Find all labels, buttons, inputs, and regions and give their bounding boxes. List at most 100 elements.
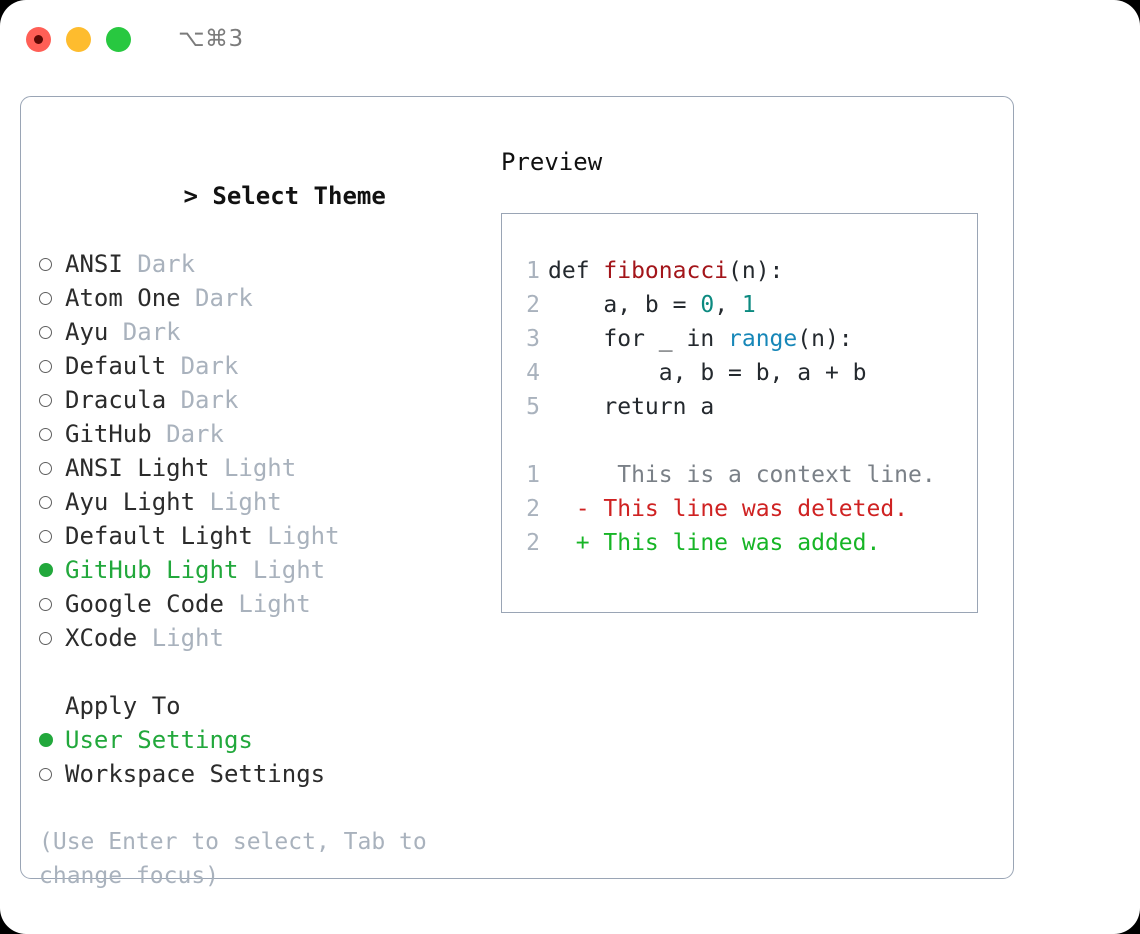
theme-option-label: Dracula — [65, 386, 167, 414]
diff-sample: 1 This is a context line.2 - This line w… — [518, 458, 977, 560]
theme-option-tag: Dark — [166, 386, 239, 414]
radio-unselected-icon — [39, 393, 52, 407]
code-token-plain: (n): — [728, 258, 784, 284]
diff-text: This is a context line. — [589, 462, 936, 488]
theme-option-8[interactable]: Default Light Light — [39, 519, 501, 553]
theme-option-tag: Light — [209, 454, 297, 482]
theme-option-tag: Light — [195, 488, 282, 516]
theme-option-2[interactable]: Ayu Dark — [39, 315, 501, 349]
theme-option-tag: Dark — [151, 420, 224, 448]
radio-marker — [39, 359, 65, 373]
apply-option-1[interactable]: Workspace Settings — [39, 757, 501, 791]
theme-option-5[interactable]: GitHub Dark — [39, 417, 501, 451]
code-line-2: 3 for _ in range(n): — [518, 322, 977, 356]
code-line-number: 2 — [526, 292, 540, 318]
diff-line-0: 1 This is a context line. — [518, 458, 977, 492]
theme-option-tag: Light — [223, 590, 311, 618]
theme-option-1[interactable]: Atom One Dark — [39, 281, 501, 315]
minimize-button[interactable] — [66, 26, 91, 52]
code-token-plain: a, b = — [548, 292, 701, 318]
theme-option-label: Google Code — [65, 590, 224, 618]
theme-option-tag: Dark — [180, 284, 253, 312]
code-line-number: 1 — [526, 258, 540, 284]
theme-option-10[interactable]: Google Code Light — [39, 587, 501, 621]
theme-option-6[interactable]: ANSI Light Light — [39, 451, 501, 485]
code-token-plain: def — [548, 258, 604, 284]
diff-line-2: 2 + This line was added. — [518, 526, 977, 560]
theme-option-label: Ayu — [65, 318, 109, 346]
code-line-1: 2 a, b = 0, 1 — [518, 288, 977, 322]
theme-option-tag: Dark — [166, 352, 239, 380]
theme-option-label: ANSI Light — [65, 454, 210, 482]
theme-option-0[interactable]: ANSI Dark — [39, 247, 501, 281]
code-token-num: 1 — [741, 292, 756, 318]
radio-marker — [39, 291, 65, 305]
theme-option-label: ANSI — [65, 250, 123, 278]
radio-marker — [39, 529, 65, 543]
code-line-3: 4 a, b = b, a + b — [518, 356, 977, 390]
theme-option-label: Ayu Light — [65, 488, 196, 516]
radio-unselected-icon — [39, 427, 52, 441]
list-spacer — [39, 655, 501, 689]
radio-unselected-icon — [39, 597, 52, 611]
theme-option-label: Default Light — [65, 522, 253, 550]
theme-option-tag: Dark — [122, 250, 196, 278]
radio-unselected-icon — [39, 631, 52, 645]
theme-option-tag: Dark — [108, 318, 181, 346]
radio-marker — [39, 767, 65, 781]
theme-option-label: Default — [65, 352, 167, 380]
theme-option-tag: Light — [252, 522, 340, 550]
theme-option-tag: Light — [137, 624, 224, 652]
theme-option-3[interactable]: Default Dark — [39, 349, 501, 383]
theme-option-11[interactable]: XCode Light — [39, 621, 501, 655]
code-diff-spacer — [518, 424, 977, 458]
radio-marker — [39, 733, 65, 747]
theme-option-4[interactable]: Dracula Dark — [39, 383, 501, 417]
code-line-number: 5 — [526, 394, 540, 420]
radio-unselected-icon — [39, 767, 52, 781]
radio-marker — [39, 393, 65, 407]
apply-option-0[interactable]: User Settings — [39, 723, 501, 757]
close-button[interactable] — [26, 26, 51, 52]
select-theme-heading-label: Select Theme — [212, 182, 386, 210]
radio-marker — [39, 563, 65, 577]
radio-selected-icon — [39, 563, 53, 577]
theme-option-7[interactable]: Ayu Light Light — [39, 485, 501, 519]
code-token-plain: for _ in — [548, 326, 729, 352]
radio-unselected-icon — [39, 495, 52, 509]
maximize-button[interactable] — [106, 26, 131, 52]
radio-unselected-icon — [39, 257, 52, 271]
diff-sign — [548, 462, 590, 488]
radio-marker — [39, 427, 65, 441]
radio-unselected-icon — [39, 529, 52, 543]
code-line-number: 4 — [526, 360, 540, 386]
diff-line-1: 2 - This line was deleted. — [518, 492, 977, 526]
radio-marker — [39, 495, 65, 509]
theme-option-label: GitHub Light — [65, 556, 239, 584]
keyboard-hint: (Use Enter to select, Tab to change focu… — [39, 829, 441, 889]
code-token-plain: (n): — [797, 326, 853, 352]
radio-marker — [39, 325, 65, 339]
theme-option-tag: Light — [238, 556, 326, 584]
diff-line-number: 2 — [526, 496, 540, 522]
radio-unselected-icon — [39, 461, 52, 475]
code-token-plain: a, b = b, a + b — [548, 360, 867, 386]
radio-unselected-icon — [39, 291, 52, 305]
diff-sign: + — [548, 530, 590, 556]
radio-unselected-icon — [39, 359, 52, 373]
radio-marker — [39, 461, 65, 475]
radio-marker — [39, 257, 65, 271]
focus-caret-icon: > — [183, 182, 198, 210]
code-line-4: 5 return a — [518, 390, 977, 424]
theme-option-9[interactable]: GitHub Light Light — [39, 553, 501, 587]
theme-option-label: XCode — [65, 624, 138, 652]
radio-marker — [39, 631, 65, 645]
